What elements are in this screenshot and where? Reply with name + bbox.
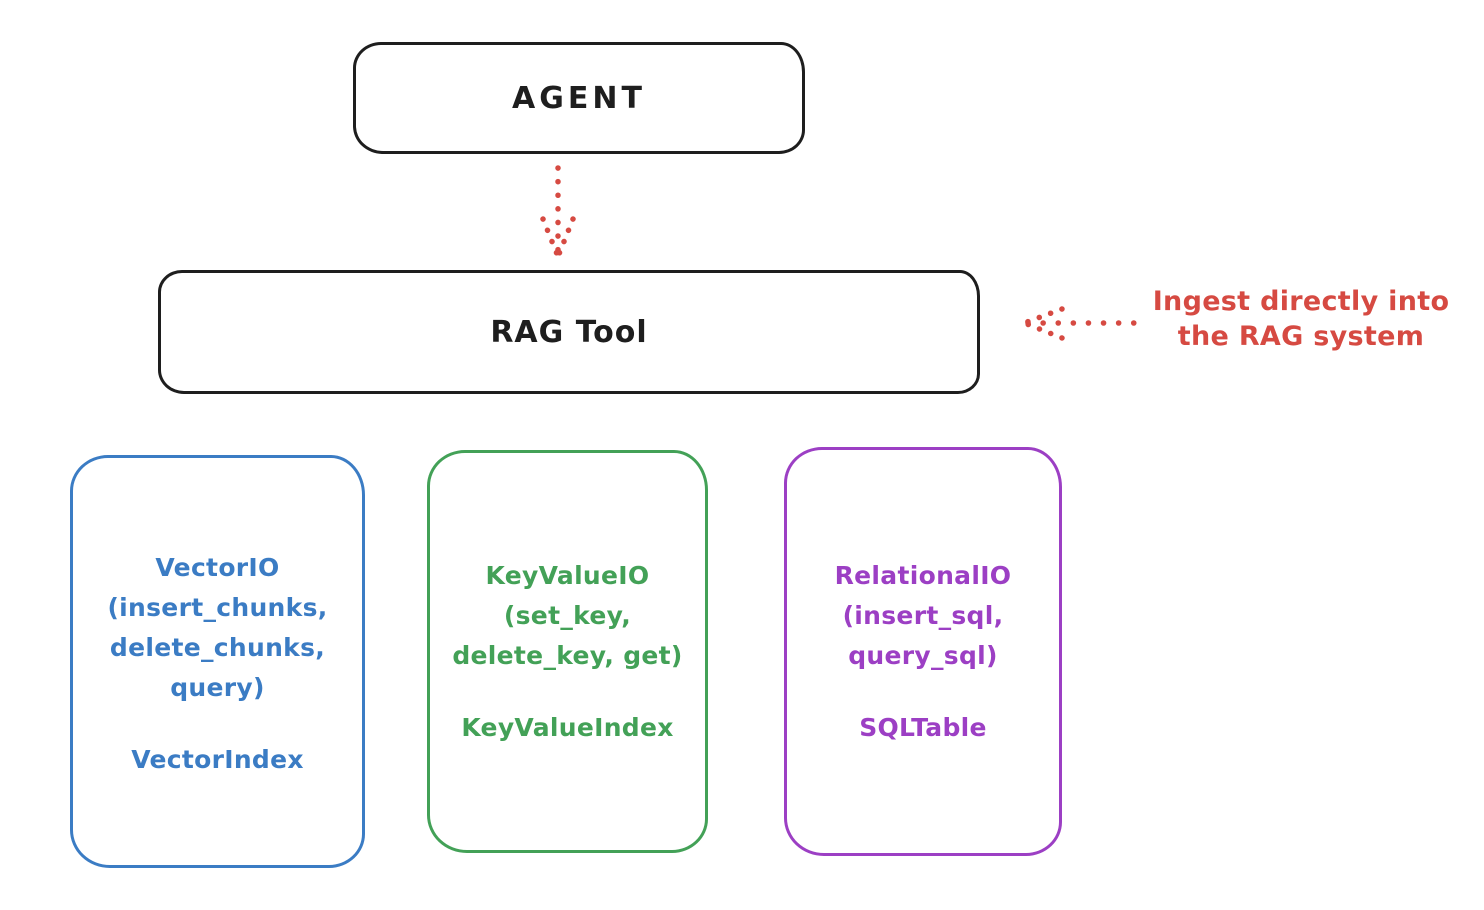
agent-to-rag-arrow-icon — [540, 165, 576, 257]
rag-tool-node: RAG Tool — [158, 270, 980, 394]
backend-method-line: (insert_sql, — [842, 601, 1004, 630]
vector-index-label: VectorIndex — [131, 745, 304, 774]
ingest-annotation-arrow-icon — [1024, 306, 1141, 341]
rag-tool-node-label: RAG Tool — [490, 314, 648, 350]
backend-method-line: RelationalIO — [834, 561, 1012, 590]
backend-method-line: delete_key, get) — [452, 641, 683, 670]
agent-node-label: AGENT — [512, 80, 646, 116]
agent-node: AGENT — [353, 42, 805, 154]
backend-method-line: (set_key, — [503, 601, 632, 630]
backend-method-line: query_sql) — [848, 641, 998, 670]
dotted-down-arrow-strokes — [540, 165, 576, 257]
ingest-annotation-line2: the RAG system — [1177, 321, 1425, 352]
keyvalue-io-node: KeyValueIO (set_key, delete_key, get) Ke… — [427, 450, 708, 853]
ingest-annotation-line1: Ingest directly into — [1152, 286, 1450, 317]
relational-io-node: RelationalIO (insert_sql, query_sql) SQL… — [784, 447, 1062, 856]
backend-method-line: VectorIO — [155, 553, 280, 582]
relational-io-methods: RelationalIO (insert_sql, query_sql) — [835, 556, 1012, 676]
keyvalue-io-methods: KeyValueIO (set_key, delete_key, get) — [452, 556, 682, 676]
keyvalue-index-label: KeyValueIndex — [461, 713, 674, 742]
ingest-annotation: Ingest directly into the RAG system — [1128, 284, 1474, 354]
vector-io-methods: VectorIO (insert_chunks, delete_chunks, … — [107, 548, 327, 708]
dotted-left-arrow-strokes — [1024, 306, 1141, 341]
sql-table-label: SQLTable — [859, 713, 987, 742]
vector-io-node: VectorIO (insert_chunks, delete_chunks, … — [70, 455, 365, 868]
backend-method-line: delete_chunks, — [109, 633, 326, 662]
backend-method-line: query) — [170, 673, 265, 702]
backend-method-line: KeyValueIO — [485, 561, 650, 590]
backend-method-line: (insert_chunks, — [107, 593, 328, 622]
